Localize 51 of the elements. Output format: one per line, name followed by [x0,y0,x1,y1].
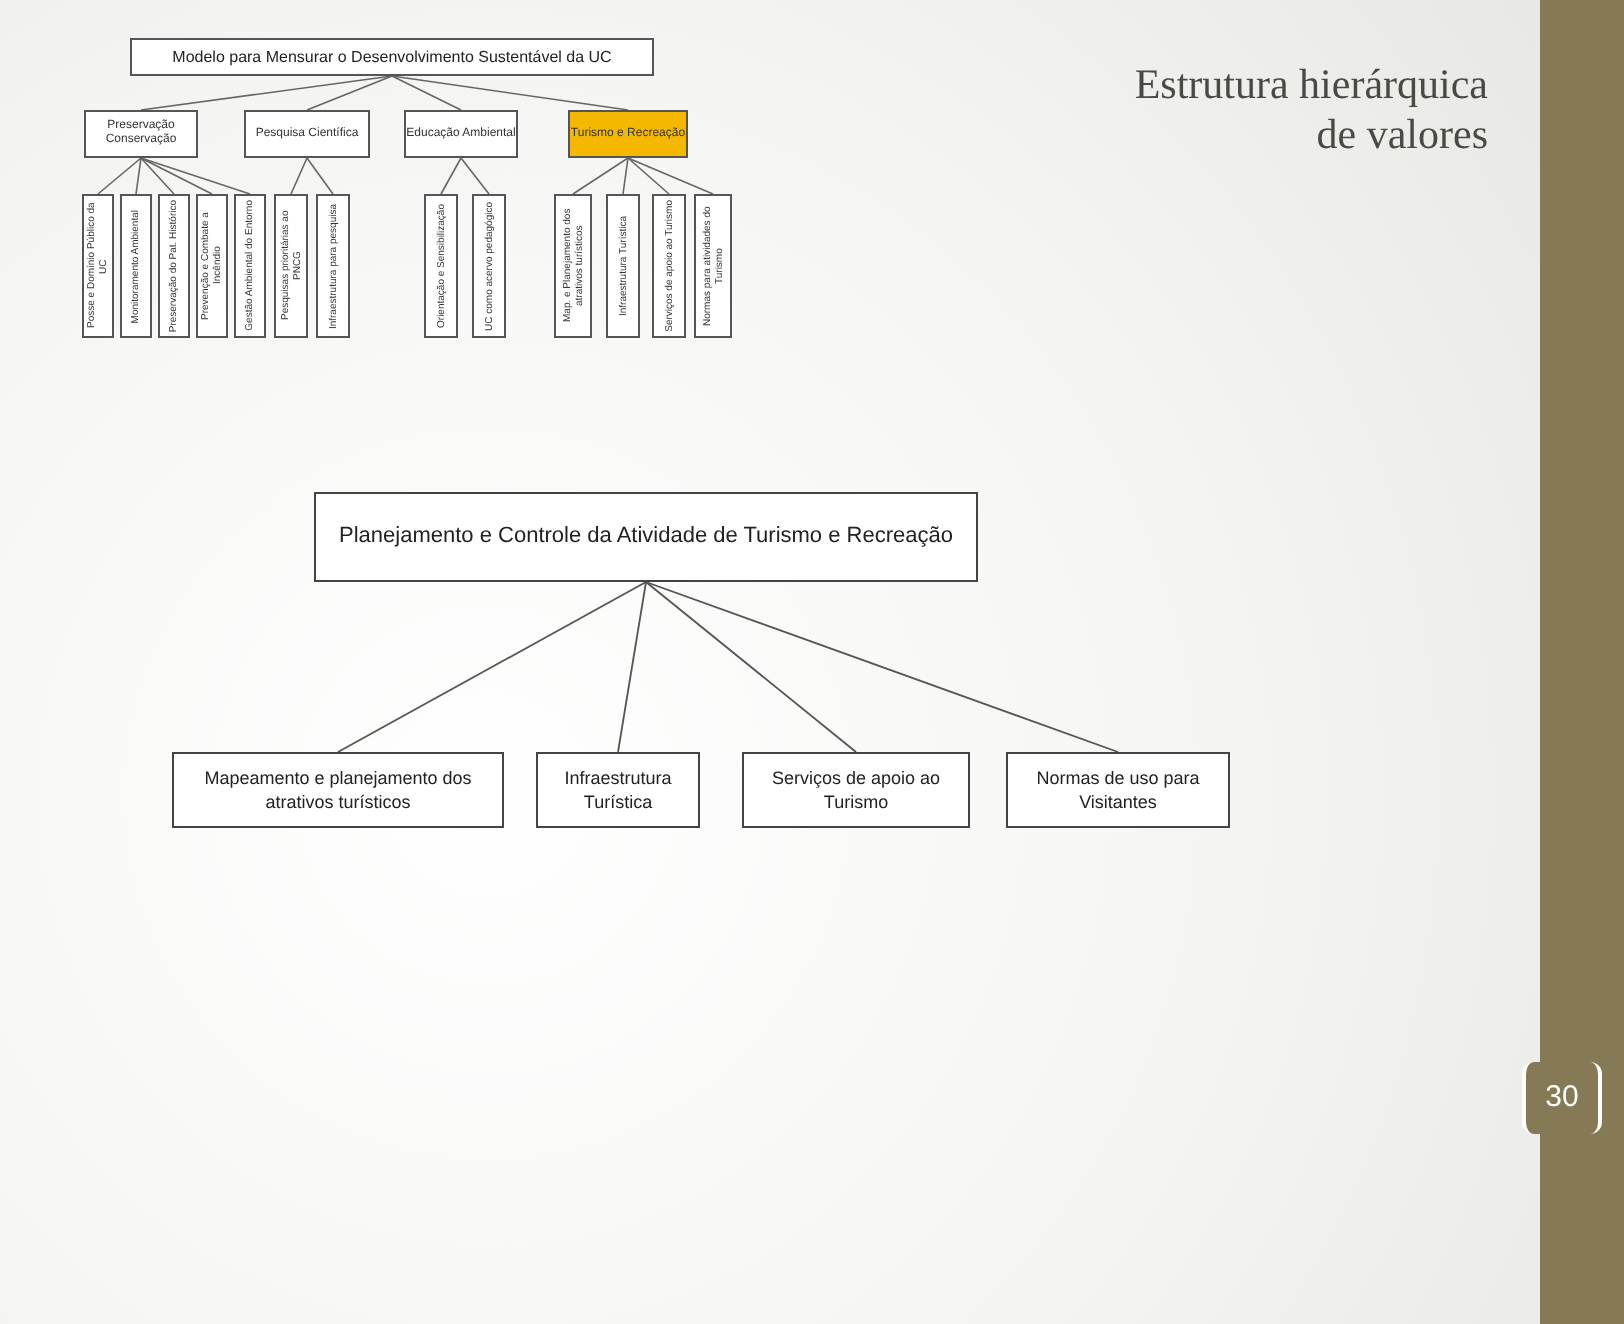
connector-line [140,157,251,195]
leaf-box [472,194,506,338]
leaf-box [274,194,308,338]
connector-line [460,157,490,195]
connector-line [337,581,647,753]
connector-line [140,157,213,195]
category-box [84,110,198,158]
child-box [1006,752,1230,828]
connector-line [135,157,142,195]
child-box [536,752,700,828]
leaf-box [82,194,114,338]
connector-line [140,75,393,111]
connector-line [290,157,308,195]
leaf-box [196,194,228,338]
connector-line [391,75,629,111]
connector-line [97,157,142,195]
leaf-box [424,194,458,338]
leaf-box [234,194,266,338]
leaf-box [606,194,640,338]
leaf-box [694,194,732,338]
category-box [244,110,370,158]
connector-line [306,75,393,111]
leaf-box [158,194,190,338]
root-box [314,492,978,582]
leaf-box [316,194,350,338]
node-label: Modelo para Mensurar o Desenvolvimento Sustentável da UC [172,45,612,69]
slide-title: Estrutura hierárquica de valores [1132,60,1488,160]
node-label: Infraestrutura Turística [562,766,674,814]
connector-line [645,581,857,753]
category-box [404,110,518,158]
node-label: Normas de uso para Visitantes [1034,766,1202,814]
connector-line [627,157,714,195]
child-box [172,752,504,828]
page-number: 30 [1522,1062,1602,1134]
connector-line [622,157,629,195]
connector-line [140,157,175,195]
leaf-box [652,194,686,338]
connector-line [306,157,334,195]
node-label: Planejamento e Controle da Atividade de Turismo e Recreação [339,522,953,553]
connector-line [627,157,670,195]
node-label: Mapeamento e planejamento dos atrativos turísticos [202,766,474,814]
child-box [742,752,970,828]
node-label: Serviços de apoio ao Turismo [769,766,943,814]
connector-line [645,581,1119,753]
connector-line [617,581,647,753]
connector-line [440,157,462,195]
leaf-box [120,194,152,338]
leaf-box [554,194,592,338]
root-box [130,38,654,76]
highlighted-category-box [568,110,688,158]
connector-line [391,75,462,111]
